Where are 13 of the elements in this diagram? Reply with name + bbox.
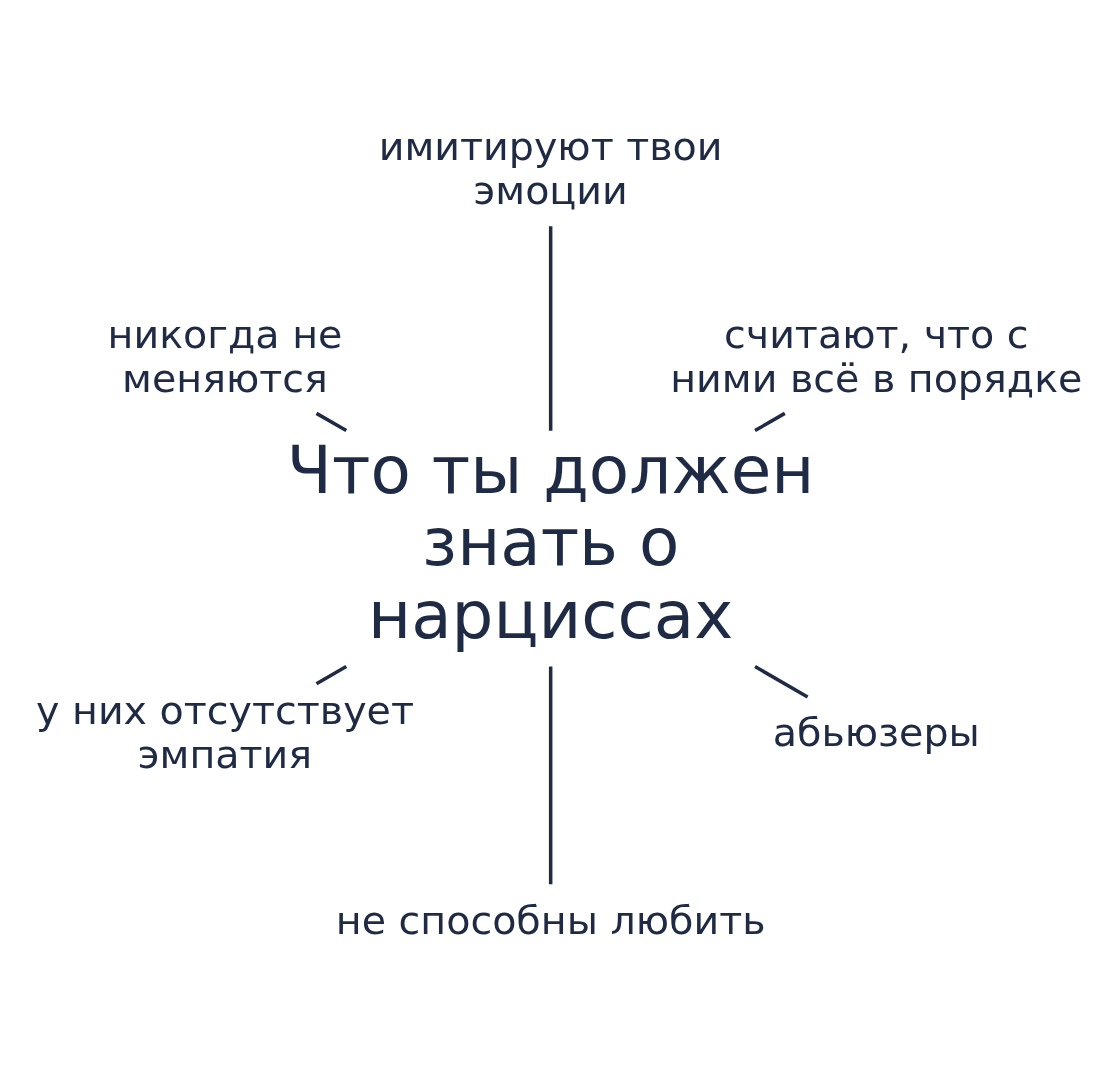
node-text: у них отсутствует эмпатия xyxy=(36,686,414,777)
node-text: никогда не меняются xyxy=(107,310,343,401)
node-text: Что ты должен знать о нарциссах xyxy=(286,431,815,654)
connector xyxy=(315,411,348,432)
node-text: имитируют твои эмоции xyxy=(378,122,723,213)
connector xyxy=(754,411,786,432)
connector xyxy=(548,225,553,431)
node-text: считают, что с ними всё в порядке xyxy=(670,310,1083,401)
connector xyxy=(315,664,348,685)
connector xyxy=(548,666,553,884)
connector xyxy=(754,664,809,698)
node-text: не способны любить xyxy=(335,896,766,943)
node-text: абьюзеры xyxy=(772,708,980,755)
